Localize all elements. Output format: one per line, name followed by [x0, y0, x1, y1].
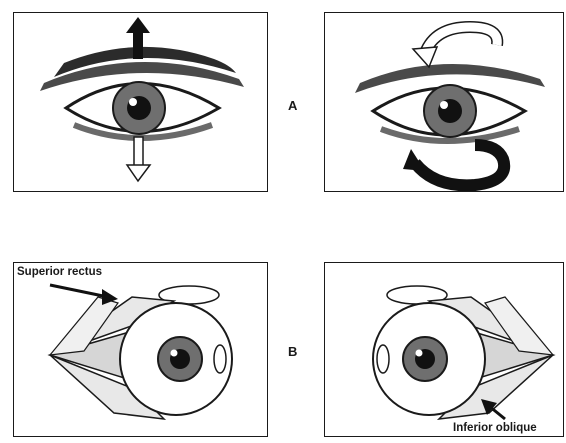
rotate-arrow-lower-icon	[403, 145, 504, 185]
row-label-a: A	[288, 98, 297, 113]
optic-nerve	[214, 345, 226, 373]
inferior-oblique-label: Inferior oblique	[453, 422, 537, 434]
eye-rotation-arrows-illustration	[325, 13, 564, 192]
eye-vertical-arrows-illustration	[14, 13, 268, 192]
eye-highlight	[129, 98, 137, 106]
row-label-b: B	[288, 344, 297, 359]
optic-nerve	[377, 345, 389, 373]
rotate-arrow-upper-icon	[413, 27, 497, 67]
superior-rectus-pointer-icon	[50, 285, 118, 305]
panel-a-right-eye-rotation	[324, 12, 564, 192]
eyeball-muscles-illustration	[14, 263, 268, 437]
eye-highlight	[416, 350, 423, 357]
panel-a-left-eye-vertical-movement	[13, 12, 268, 192]
down-arrow-icon	[127, 137, 150, 181]
panel-b-right-muscles-inferior-oblique	[324, 262, 564, 437]
superior-rectus-label: Superior rectus	[17, 266, 102, 278]
eyeball-muscles-mirrored-illustration	[325, 263, 564, 437]
eye-highlight	[440, 101, 448, 109]
panel-b-left-muscles-superior-rectus	[13, 262, 268, 437]
eye-highlight	[171, 350, 178, 357]
